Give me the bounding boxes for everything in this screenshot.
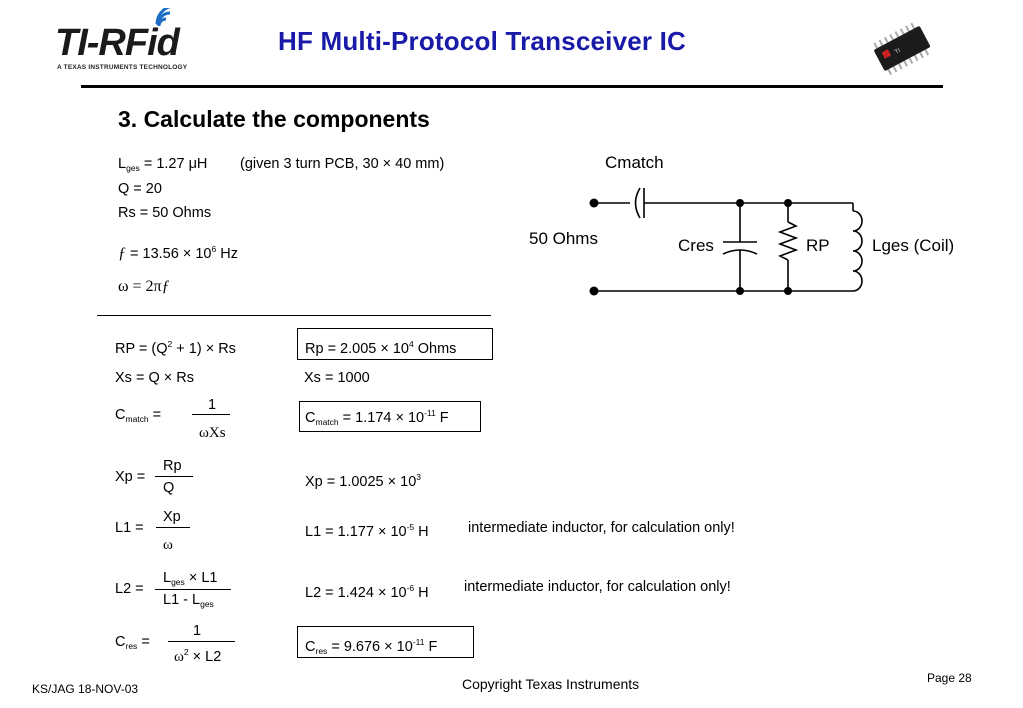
given-q: Q = 20 [118,181,162,197]
svg-text:TI: TI [894,48,902,56]
result-xs: Xs = 1000 [304,370,370,386]
formula-cmatch-lhs: Cmatch = [115,407,162,424]
result-l2: L2 = 1.424 × 10-6 H [305,583,429,601]
given-frequency: ƒ = 13.56 × 106 Hz [118,244,238,262]
junction-dot [736,287,744,295]
xp-numerator: Rp [163,458,182,474]
result-rp: Rp = 2.005 × 104 Ohms [305,339,457,357]
chip-icon: TI [868,18,938,78]
formula-rp: RP = (Q2 + 1) × Rs [115,339,236,357]
l2-numerator: Lges × L1 [163,570,218,587]
cres-numerator: 1 [193,623,202,639]
result-cres: Cres = 9.676 × 10-11 F [305,637,438,656]
formula-xs: Xs = Q × Rs [115,370,194,386]
label-cres: Cres [678,236,714,255]
footer-page-number: Page 28 [927,671,972,685]
circuit-diagram [589,187,863,296]
l1-numerator: Xp [163,509,181,525]
section-divider [97,315,491,316]
cres-denominator: ω2 × L2 [174,647,222,665]
terminal-dot [589,198,599,208]
fraction-line [155,589,231,590]
fraction-line [155,476,193,477]
junction-dot [784,199,792,207]
cmatch-numerator: 1 [208,397,217,413]
result-box-cres [297,626,474,658]
note-l2: intermediate inductor, for calculation o… [464,579,731,595]
formula-cres-lhs: Cres = [115,634,150,651]
cmatch-denominator: ωXs [199,425,226,441]
formula-xp-lhs: Xp = [115,469,146,485]
result-xp: Xp = 1.0025 × 103 [305,472,421,490]
result-cmatch: Cmatch = 1.174 × 10-11 F [305,408,449,427]
given-omega: ω = 2πƒ [118,278,170,295]
page-title: HF Multi-Protocol Transceiver IC [278,26,687,56]
l2-denominator: L1 - Lges [163,592,214,609]
fraction-line [168,641,235,642]
footer-copyright: Copyright Texas Instruments [462,676,640,692]
given-rs: Rs = 50 Ohms [118,205,212,221]
terminal-dot [589,286,599,296]
label-rp: RP [806,236,830,255]
result-l1: L1 = 1.177 × 10-5 H [305,522,429,540]
label-cmatch: Cmatch [605,153,664,172]
junction-dot [736,199,744,207]
given-lges: Lges = 1.27 μH [118,156,208,173]
cmatch-capacitor-plate-curved [634,187,641,219]
ti-rfid-logo: TI-RFid A TEXAS INSTRUMENTS TECHNOLOGY [55,4,195,78]
l1-denominator: ω [163,537,173,553]
formula-l2-lhs: L2 = [115,581,144,597]
logo-wordmark: TI-RFid [55,22,180,64]
result-box-cmatch [299,401,481,432]
formula-l1-lhs: L1 = [115,520,144,536]
section-heading: 3. Calculate the components [118,106,430,132]
label-50-ohms: 50 Ohms [529,229,598,248]
result-box-rp [297,328,493,360]
junction-dot [784,287,792,295]
label-lges-coil: Lges (Coil) [872,236,955,255]
fraction-line [156,527,190,528]
given-lges-note: (given 3 turn PCB, 30 × 40 mm) [240,156,445,172]
logo-tagline: A TEXAS INSTRUMENTS TECHNOLOGY [57,64,188,71]
header-divider [81,85,943,88]
xp-denominator: Q [163,480,175,496]
fraction-line [192,414,230,415]
footer-author-date: KS/JAG 18-NOV-03 [32,682,139,696]
note-l1: intermediate inductor, for calculation o… [468,520,735,536]
